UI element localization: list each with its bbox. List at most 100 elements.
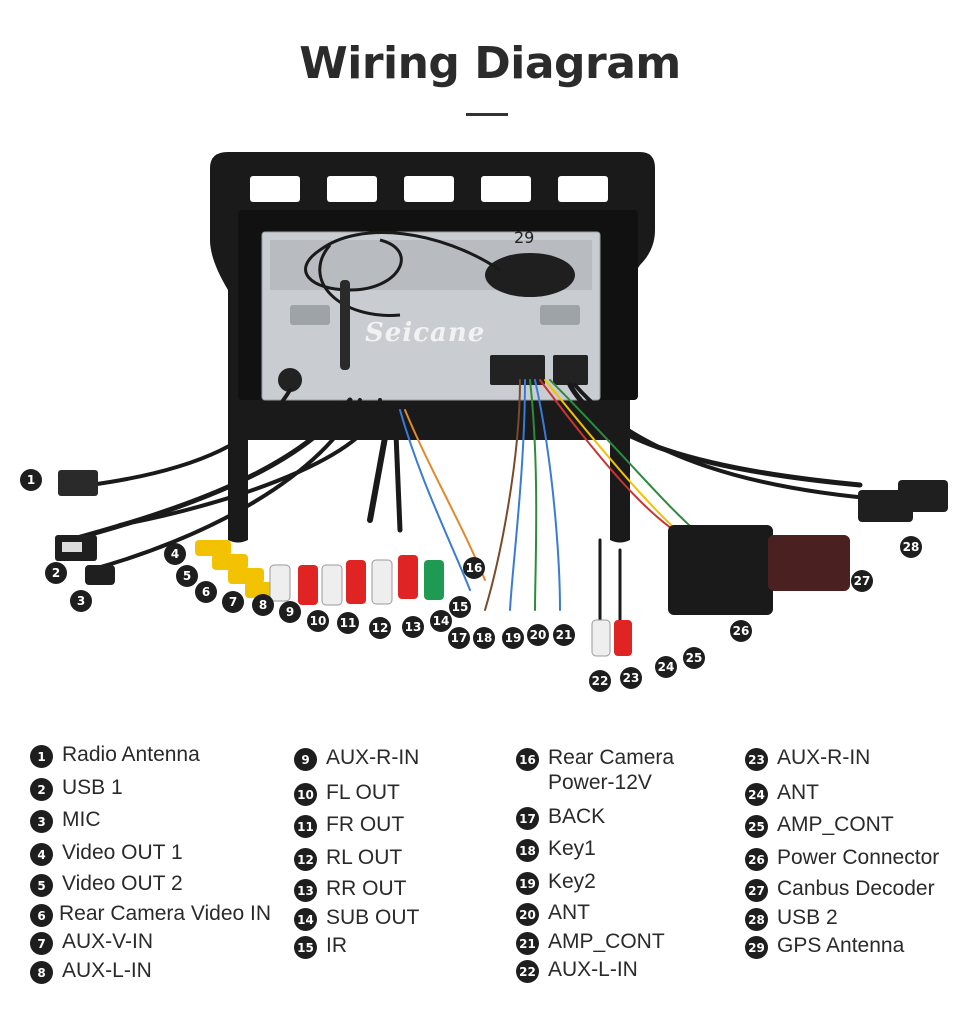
callout-18: 18 [473, 627, 495, 649]
legend-label: Rear Camera [548, 746, 675, 769]
callout-19: 19 [502, 627, 524, 649]
callout-9: 9 [279, 601, 301, 623]
legend-label: Canbus Decoder [777, 877, 935, 900]
callout-3: 3 [70, 590, 92, 612]
watermark: Seicane [365, 318, 486, 348]
legend-item-27: 27 Canbus Decoder [745, 876, 935, 902]
legend-label: USB 2 [777, 906, 838, 929]
legend-item-5: 5 Video OUT 2 [30, 871, 183, 897]
legend-badge: 27 [745, 879, 768, 902]
legend-badge: 11 [294, 815, 317, 838]
callout-17: 17 [448, 627, 470, 649]
legend-item-12: 12 RL OUT [294, 845, 402, 871]
callout-24: 24 [655, 656, 677, 678]
legend-label: Rear Camera Video IN [59, 902, 272, 925]
legend-item-26: 26 Power Connector [745, 845, 939, 871]
callout-13: 13 [402, 616, 424, 638]
callout-27: 27 [851, 570, 873, 592]
legend-label: Key1 [548, 837, 596, 860]
legend-label: AUX-V-IN [62, 930, 154, 953]
legend-badge: 22 [516, 960, 539, 983]
legend-item-15: 15 IR [294, 933, 347, 959]
legend-label: Radio Antenna [62, 743, 200, 766]
legend-item-25: 25 AMP_CONT [745, 812, 894, 838]
legend-badge: 10 [294, 783, 317, 806]
callout-22: 22 [589, 670, 611, 692]
legend-badge: 25 [745, 815, 768, 838]
legend-label: Video OUT 2 [62, 872, 183, 895]
legend-badge: 5 [30, 874, 53, 897]
legend-badge: 16 [516, 748, 539, 771]
legend-label: MIC [62, 808, 101, 831]
radio-antenna-plug [58, 470, 98, 496]
wiring-diagram-illustration: Seicane 1 2 3 4 5 6 7 8 9 10 11 12 13 14… [0, 140, 980, 700]
legend-badge: 17 [516, 807, 539, 830]
gps-antenna [304, 231, 575, 317]
legend-label-group: Rear Camera Power-12V [539, 745, 674, 795]
callout-5: 5 [176, 565, 198, 587]
legend-label: Power Connector [777, 846, 940, 869]
legend-item-4: 4 Video OUT 1 [30, 840, 183, 866]
legend-badge: 8 [30, 961, 53, 984]
legend-item-20: 20 ANT [516, 900, 590, 926]
legend-item-18: 18 Key1 [516, 836, 596, 862]
legend-label: ANT [548, 901, 590, 924]
legend-label: FL OUT [326, 781, 400, 804]
legend-item-13: 13 RR OUT [294, 876, 407, 902]
legend-badge: 1 [30, 745, 53, 768]
legend-label: GPS Antenna [777, 934, 905, 957]
legend-badge: 4 [30, 843, 53, 866]
page-title: Wiring Diagram [299, 38, 681, 89]
callout-11: 11 [337, 612, 359, 634]
callout-14: 14 [430, 610, 452, 632]
callout-15: 15 [449, 596, 471, 618]
legend-badge: 21 [516, 932, 539, 955]
legend-label: Video OUT 1 [62, 841, 183, 864]
callout-25: 25 [683, 647, 705, 669]
canbus-decoder [768, 535, 850, 591]
title-underline [466, 113, 508, 116]
legend-badge: 15 [294, 936, 317, 959]
legend-label: FR OUT [326, 813, 405, 836]
legend-item-9: 9 AUX-R-IN [294, 745, 419, 771]
legend-badge: 18 [516, 839, 539, 862]
callout-21: 21 [553, 624, 575, 646]
legend-label: SUB OUT [326, 906, 420, 929]
legend-badge: 3 [30, 810, 53, 833]
legend-item-28: 28 USB 2 [745, 905, 838, 931]
legend: 1 Radio Antenna 2 USB 1 3 MIC 4 Video OU… [0, 740, 980, 1020]
legend-badge: 24 [745, 783, 768, 806]
callout-7: 7 [222, 591, 244, 613]
legend-item-14: 14 SUB OUT [294, 905, 419, 931]
callout-4: 4 [164, 543, 186, 565]
legend-label: Key2 [548, 870, 596, 893]
power-connector [668, 525, 773, 615]
legend-item-2: 2 USB 1 [30, 775, 123, 801]
legend-item-6: 6 Rear Camera Video IN [30, 901, 271, 927]
legend-item-19: 19 Key2 [516, 869, 596, 895]
legend-badge: 29 [745, 936, 768, 959]
callout-29: 29 [514, 228, 535, 247]
callout-1: 1 [20, 469, 42, 491]
callout-26: 26 [730, 620, 752, 642]
callout-10: 10 [307, 610, 329, 632]
legend-item-7: 7 AUX-V-IN [30, 929, 153, 955]
callout-6: 6 [195, 581, 217, 603]
legend-label: RR OUT [326, 877, 407, 900]
callout-20: 20 [527, 624, 549, 646]
legend-badge: 23 [745, 748, 768, 771]
wifi-antenna [340, 280, 350, 370]
legend-badge: 28 [745, 908, 768, 931]
legend-item-21: 21 AMP_CONT [516, 929, 665, 955]
legend-label-line2: Power-12V [548, 771, 652, 794]
legend-badge: 12 [294, 848, 317, 871]
legend-label: AUX-R-IN [777, 746, 871, 769]
callout-8: 8 [252, 594, 274, 616]
legend-label: AUX-R-IN [326, 746, 420, 769]
legend-item-22: 22 AUX-L-IN [516, 957, 638, 983]
rca-plugs [195, 540, 632, 657]
legend-label: IR [326, 934, 347, 957]
legend-item-17: 17 BACK [516, 804, 605, 830]
legend-label: RL OUT [326, 846, 403, 869]
legend-item-10: 10 FL OUT [294, 780, 400, 806]
